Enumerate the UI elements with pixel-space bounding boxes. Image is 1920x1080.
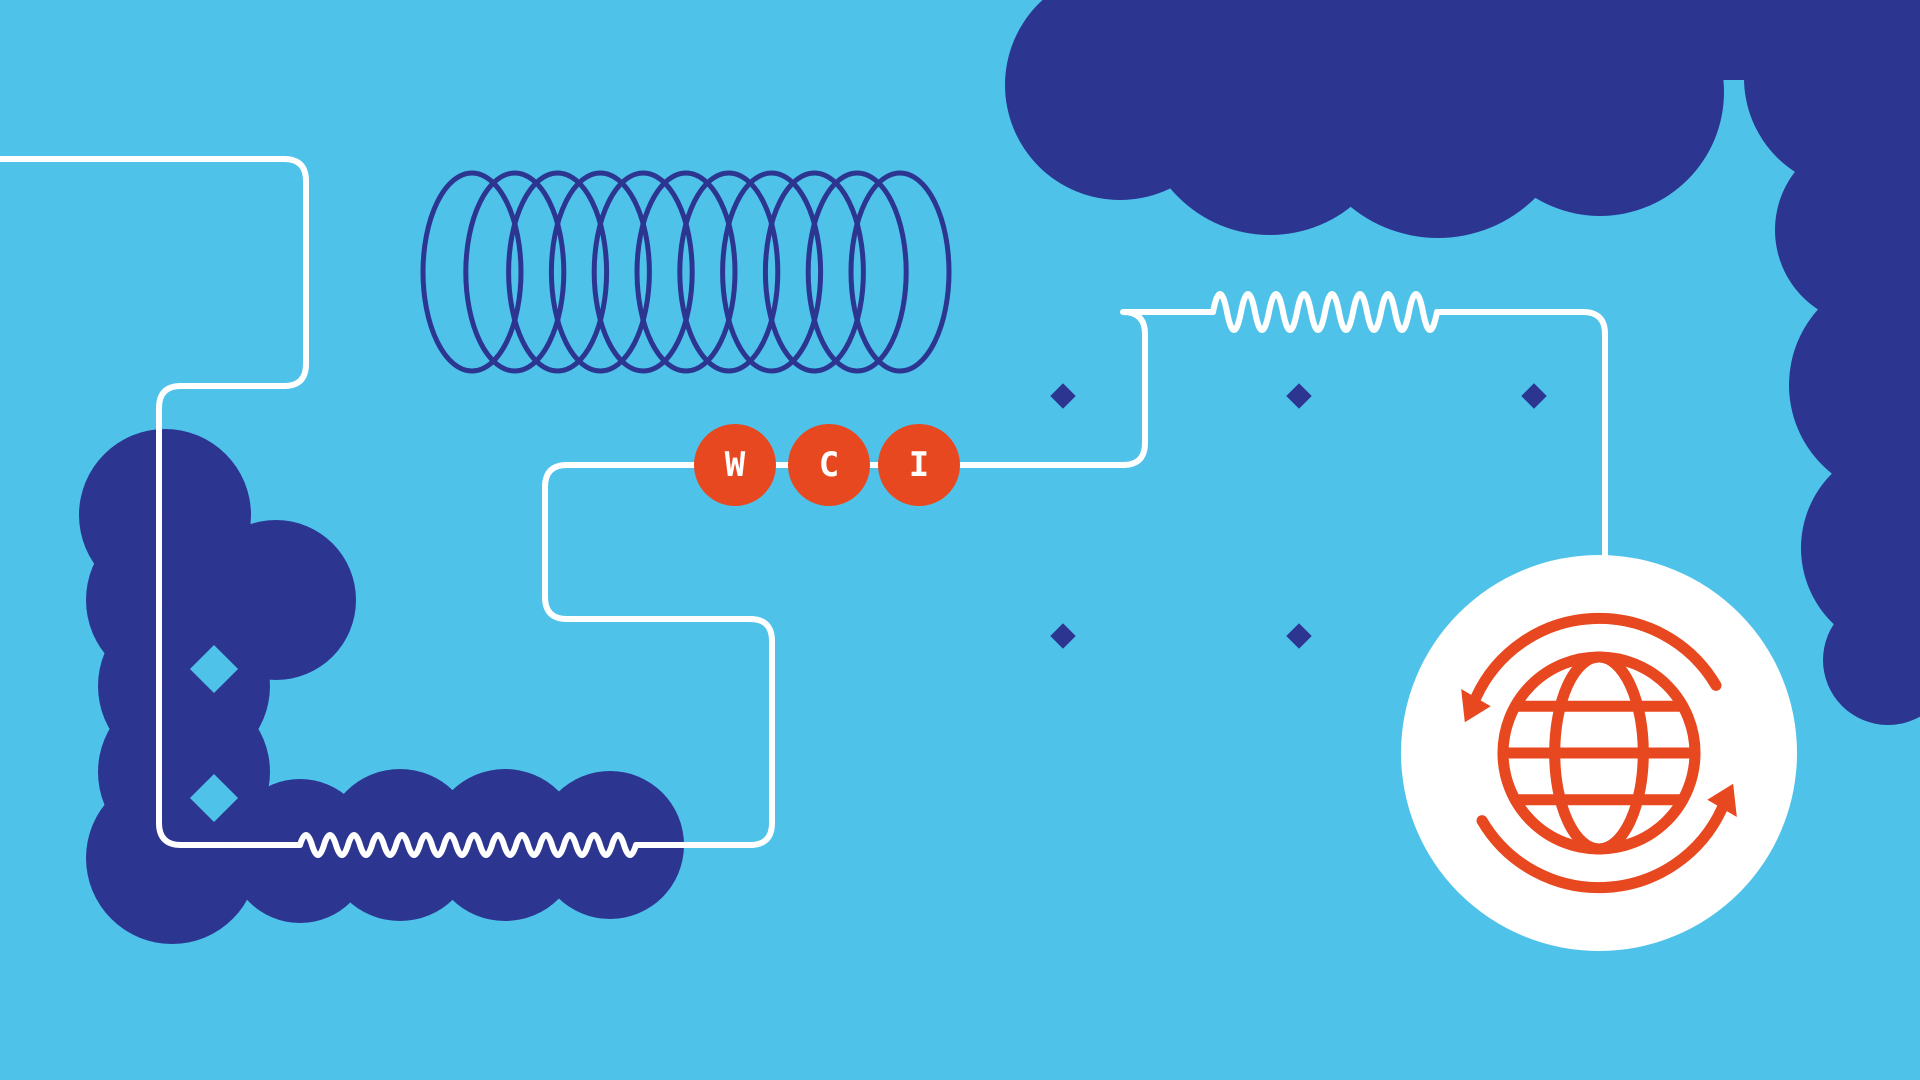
badge-letter-c-label: C	[818, 445, 840, 485]
globe-medallion	[1401, 555, 1797, 951]
bubble-column-blob	[79, 429, 684, 944]
badge-letter-w-label: W	[724, 445, 746, 485]
badge-letter-i-label: I	[908, 445, 930, 485]
white-wire-path	[0, 156, 1608, 858]
globe-wireframe	[1470, 612, 1728, 894]
arrowheads	[1461, 689, 1737, 817]
badge-letter-i: I	[878, 424, 960, 506]
badge-letter-c: C	[788, 424, 870, 506]
cloud-blob	[1005, 0, 1920, 725]
blob-diamond-cutouts	[189, 644, 239, 823]
badge-letter-w: W	[694, 424, 776, 506]
globe-with-rotation-arrows-icon	[1461, 612, 1737, 894]
coil-spring-icon	[420, 170, 952, 374]
